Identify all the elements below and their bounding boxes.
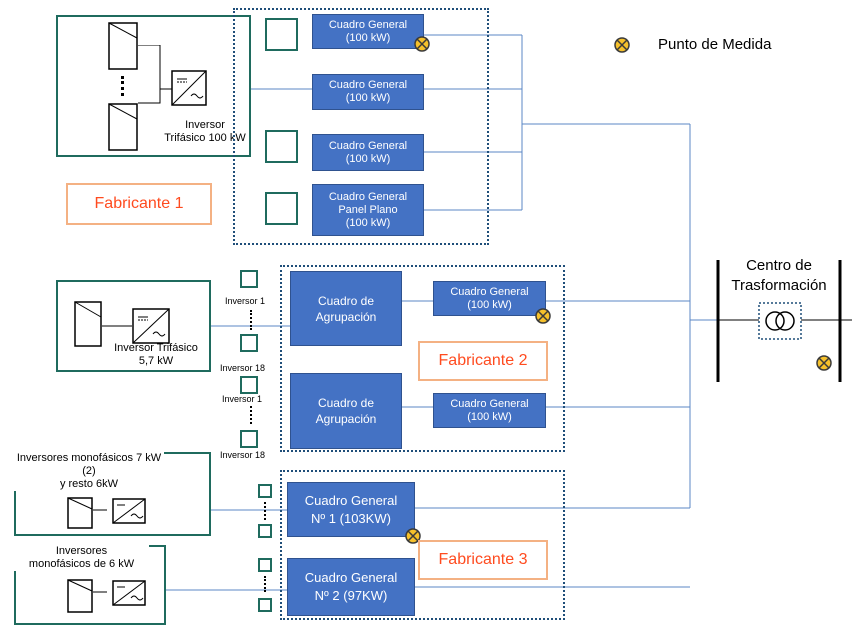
inverter-icon (132, 308, 170, 344)
empty-inverter-slot (265, 130, 298, 163)
pv-panel-icon (67, 579, 93, 613)
small-inverter-slot (258, 484, 272, 498)
measurement-point-icon (535, 308, 551, 324)
panel-line1: Cuadro General (328, 18, 408, 31)
legend-label: Punto de Medida (658, 36, 772, 53)
pv-panel-icon (108, 22, 138, 70)
block1-line1: Inversores monofásicos 7 kW (2) (16, 452, 162, 477)
inverter-icon (112, 498, 146, 524)
inverter-label-group2: Inversor Trifásico 5,7 kW (96, 342, 216, 368)
inverter-label-line1: Inversor (185, 119, 225, 131)
cuadro-agrupacion-2: Cuadro de Agrupación (290, 373, 402, 449)
ellipsis-dots (121, 76, 124, 96)
group3-block2-label: Inversores monofásicos de 6 kW (14, 545, 149, 571)
ellipsis-dots (250, 310, 252, 330)
group3-block1-label: Inversores monofásicos 7 kW (2) y resto … (14, 452, 164, 491)
small-inverter-slot (258, 558, 272, 572)
inverter-icon (112, 580, 146, 606)
inverter-last-label: Inversor 18 (220, 363, 266, 373)
panel-wire (93, 509, 107, 511)
cuadro-general-n2: Cuadro General Nº 2 (97KW) (287, 558, 415, 616)
group3-dotted-boundary (280, 470, 565, 620)
pv-panel-icon (74, 301, 102, 347)
small-inverter-slot (240, 376, 258, 394)
cuadro-general-g2-2: Cuadro General(100 kW) (433, 393, 546, 428)
panel-line1: Cuadro General (328, 79, 408, 91)
ellipsis-dots (264, 502, 266, 520)
cg1-line1: Cuadro General (304, 492, 398, 508)
cg1-line2: Nº 1 (103KW) (311, 510, 391, 526)
cg2-line2: Nº 2 (97KW) (314, 588, 388, 603)
empty-inverter-slot (265, 18, 298, 51)
transformer-line2: Trasformación (731, 277, 827, 294)
inverter-label-line2: 5,7 kW (138, 355, 174, 367)
cuadro-general-g1-2: Cuadro General(100 kW) (312, 74, 424, 110)
small-inverter-slot (240, 270, 258, 288)
block1-line2: y resto 6kW (59, 478, 119, 490)
pv-block-group1 (56, 15, 251, 157)
inverter-first-label: Inversor 1 (222, 394, 263, 404)
cg2-line1: Cuadro General (304, 570, 398, 585)
measurement-point-icon (614, 37, 630, 53)
transformer-icon (758, 302, 802, 340)
cuadro-general-g1-1: Cuadro General(100 kW) (312, 14, 424, 49)
panel-wires (138, 45, 173, 104)
small-inverter-slot (240, 430, 258, 448)
panel-line2: (100 kW) (345, 92, 391, 104)
panel-line3: (100 kW) (345, 216, 391, 229)
manufacturer-3-label: Fabricante 3 (418, 540, 548, 580)
panel-wire (93, 591, 107, 593)
pv-panel-icon (108, 103, 138, 151)
group1-dotted-boundary (233, 8, 489, 245)
agrupacion-line2: Agrupación (315, 309, 377, 324)
group2-dotted-boundary (280, 265, 565, 452)
inverter-label-group1: Inversor Trifásico 100 kW (150, 119, 260, 145)
panel-line2: (100 kW) (345, 31, 391, 44)
inverter-label-line1: Inversor Trifásico (114, 342, 198, 354)
agrupacion-line1: Cuadro de (317, 293, 375, 308)
panel-line2: Panel Plano (338, 203, 398, 216)
panel-line2: (100 kW) (345, 152, 391, 165)
cuadro-general-g2-1: Cuadro General(100 kW) (433, 281, 546, 316)
pv-panel-icon (67, 497, 93, 529)
agrupacion-line2: Agrupación (315, 412, 377, 426)
manufacturer-2-label: Fabricante 2 (418, 341, 548, 381)
ellipsis-dots (264, 576, 266, 592)
panel-line1: Cuadro General (450, 397, 529, 410)
transformer-line1: Centro de (746, 257, 812, 274)
measurement-point-icon (414, 36, 430, 52)
manufacturer-1-label: Fabricante 1 (66, 183, 212, 225)
cuadro-general-n1: Cuadro General Nº 1 (103KW) (287, 482, 415, 537)
inverter-icon (171, 70, 207, 106)
inverter-first-label: Inversor 1 (225, 296, 266, 306)
ellipsis-dots (250, 406, 252, 424)
block2-line2: monofásicos de 6 kW (28, 558, 135, 570)
panel-line2: (100 kW) (467, 298, 512, 311)
agrupacion-line1: Cuadro de (317, 396, 375, 410)
small-inverter-slot (258, 524, 272, 538)
inverter-label-line2: Trifásico 100 kW (164, 132, 246, 144)
transformer-label: Centro de Trasformación (716, 256, 842, 296)
measurement-point-icon (405, 528, 421, 544)
measurement-point-icon (816, 355, 832, 371)
panel-line2: (100 kW) (467, 410, 512, 423)
small-inverter-slot (258, 598, 272, 612)
small-inverter-slot (240, 334, 258, 352)
block2-line1: Inversores (55, 545, 108, 557)
panel-line1: Cuadro General (328, 139, 408, 152)
panel-line1: Cuadro General (450, 285, 529, 298)
empty-inverter-slot (265, 192, 298, 225)
panel-wire (102, 325, 132, 327)
inverter-last-label: Inversor 18 (220, 450, 266, 460)
panel-line1: Cuadro General (328, 190, 408, 203)
cuadro-general-g1-3: Cuadro General(100 kW) (312, 134, 424, 171)
